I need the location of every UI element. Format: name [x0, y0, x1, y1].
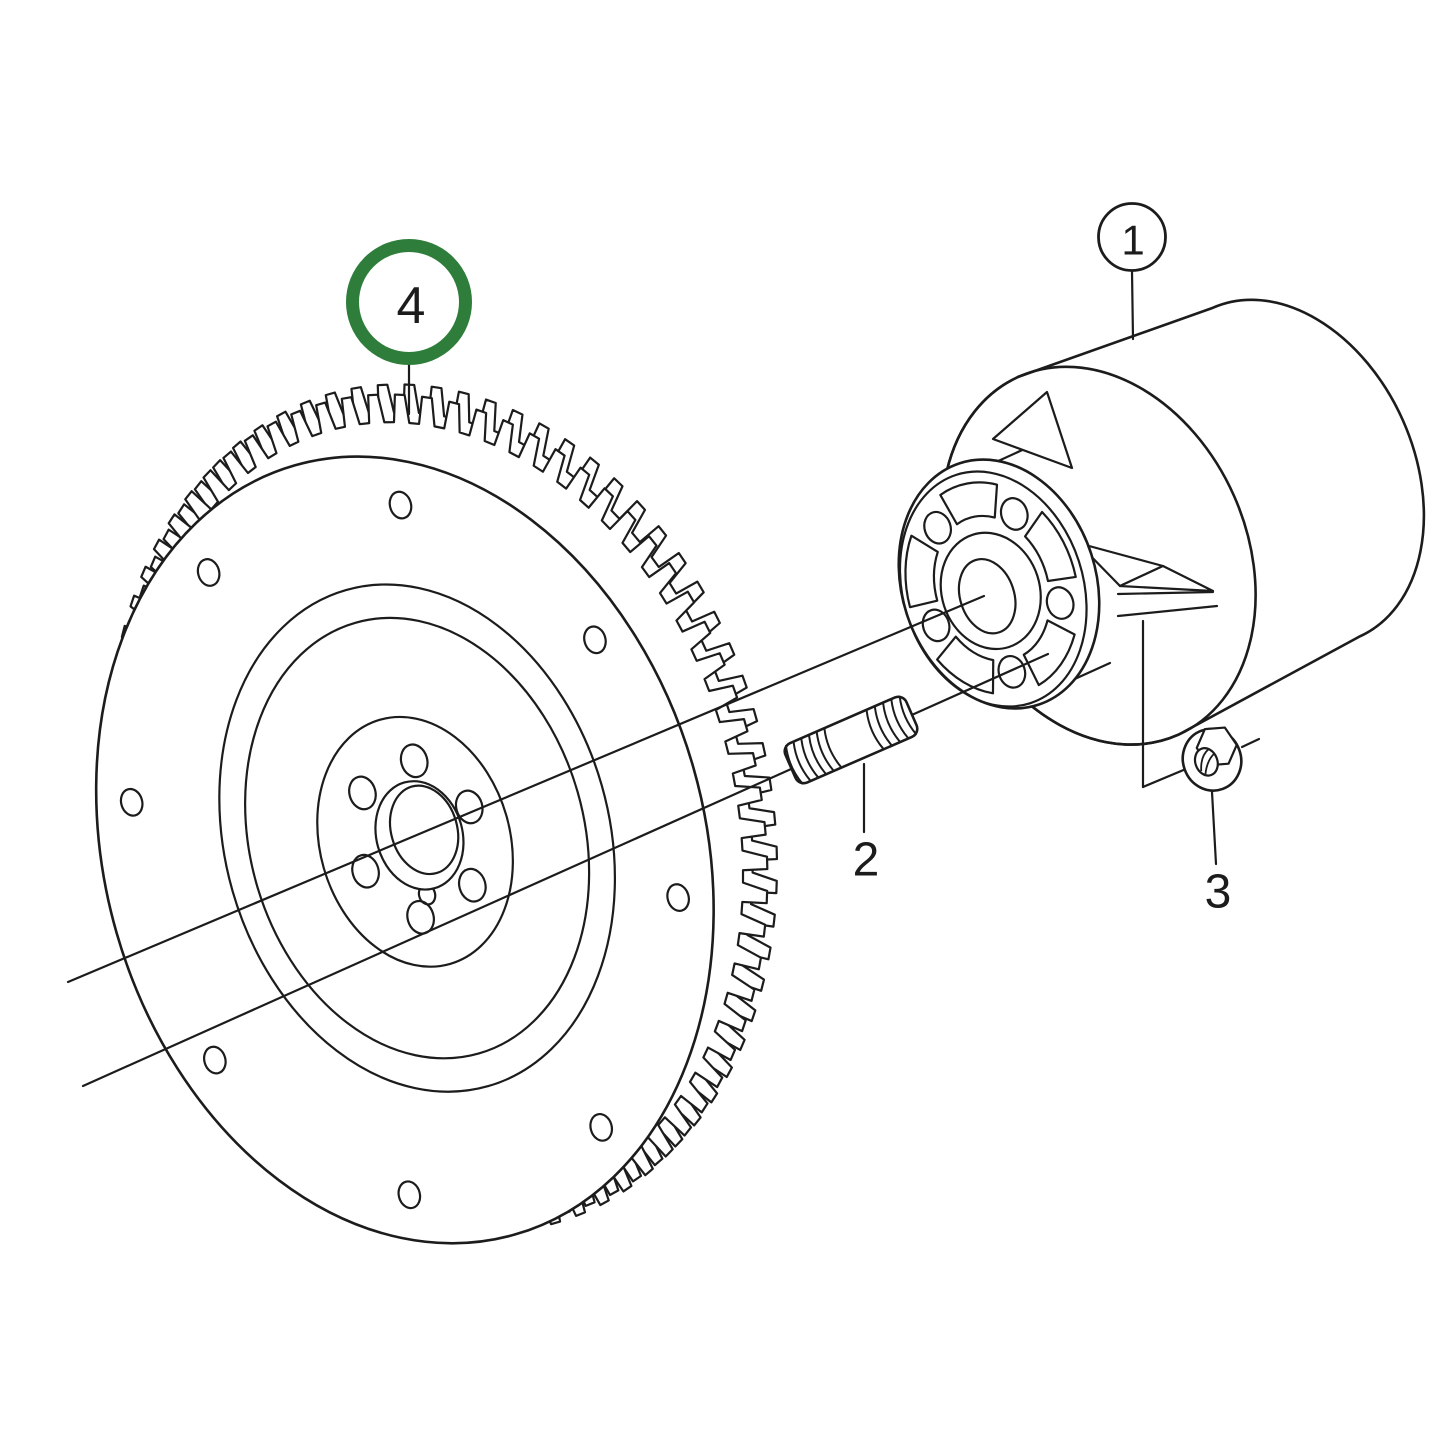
hole — [589, 1112, 614, 1142]
flywheel-bore-wall — [388, 784, 460, 876]
callout-4-green-ring — [346, 239, 472, 365]
thread-rib — [890, 699, 909, 739]
bottom-fin-edge-2 — [1116, 604, 1219, 618]
thread-rib — [898, 695, 918, 736]
nut-axis-right — [1240, 737, 1261, 749]
callout-1-leader — [1130, 269, 1135, 341]
thread-rib — [808, 734, 827, 775]
thread-rib — [792, 741, 812, 782]
callout-1: 1 — [1097, 202, 1167, 341]
hole — [397, 1180, 422, 1210]
thread-rib — [823, 728, 842, 768]
thread-rib — [873, 706, 893, 746]
hole — [351, 853, 380, 889]
bottom-fin-plate — [1118, 564, 1215, 593]
coupling-drum — [897, 298, 1426, 746]
flange-kidney-slot — [939, 481, 999, 526]
hole — [583, 625, 607, 655]
flange-bolt-hole — [923, 510, 953, 545]
flywheel-recess-inner — [244, 616, 591, 1060]
callout-2: 2 — [853, 762, 880, 887]
stud — [783, 695, 919, 785]
hole — [457, 867, 487, 903]
flywheel-ring-gear — [94, 383, 779, 1245]
thread-rib — [815, 731, 835, 772]
flange-bolt-hole — [921, 608, 951, 643]
flange-bolt-hole — [999, 497, 1029, 531]
hole — [119, 787, 144, 817]
thread-rib — [865, 709, 885, 750]
flange-kidney-slot — [1023, 510, 1077, 583]
callout-4: 4 — [346, 239, 472, 416]
callout-2-label: 2 — [853, 834, 880, 887]
flange-nut — [1181, 726, 1243, 792]
hole — [388, 490, 413, 520]
hole — [203, 1045, 227, 1075]
nut-thread-lines — [1200, 748, 1215, 775]
coupling-flange — [897, 458, 1101, 710]
flange-kidney-slot — [1022, 619, 1076, 687]
thread-rib — [882, 702, 901, 743]
flywheel-recess-outer — [218, 583, 617, 1093]
top-fin — [991, 390, 1074, 470]
bottom-fin-edge-1 — [1116, 590, 1215, 596]
callout-1-circle — [1097, 202, 1167, 272]
callout-1-label: 1 — [1121, 217, 1144, 264]
flywheel-outer-holes — [119, 490, 690, 1210]
flywheel-hub — [316, 715, 514, 968]
hole — [666, 883, 690, 912]
flange-rim — [898, 470, 1088, 708]
flange-kidney-slot — [904, 534, 939, 609]
hole — [348, 775, 377, 811]
callout-3: 3 — [1205, 790, 1232, 919]
flange-holes-and-slots — [904, 481, 1077, 695]
callout-4-label: 4 — [397, 277, 426, 335]
hole — [399, 743, 429, 779]
thread-rib — [784, 744, 804, 785]
hole — [196, 558, 221, 587]
flywheel-center-bore — [374, 780, 465, 891]
thread-rib — [800, 738, 819, 778]
callout-3-label: 3 — [1205, 866, 1232, 919]
stud-threads — [784, 695, 918, 785]
callout-3-leader — [1210, 790, 1218, 866]
flange-bolt-hole — [1045, 586, 1075, 620]
axis-line-center — [66, 594, 986, 984]
